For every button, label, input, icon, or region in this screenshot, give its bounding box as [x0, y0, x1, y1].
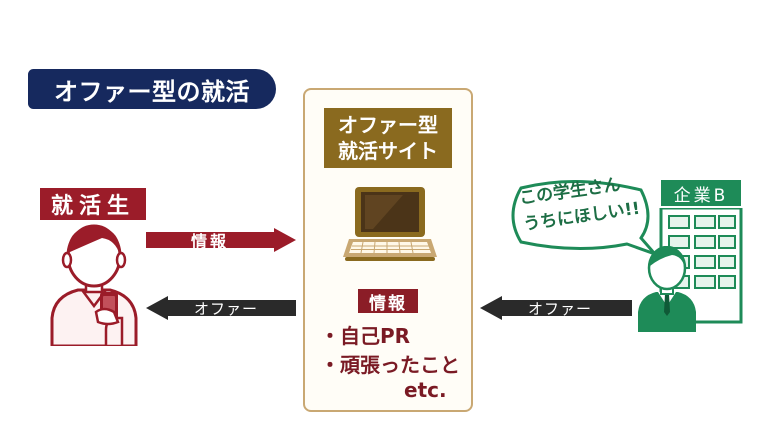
- job-site-label: オファー型 就活サイト: [324, 108, 452, 168]
- offer-arrow-right-label: オファー: [527, 299, 592, 318]
- laptop-icon: [343, 187, 437, 261]
- info-item-efforts: ・頑張ったこと: [320, 353, 460, 377]
- diagram-title: オファー型の就活: [28, 69, 276, 109]
- info-tag: 情報: [358, 289, 418, 314]
- speech-bubble: [511, 180, 655, 256]
- student-figure: [50, 224, 138, 346]
- job-site-label-line2: 就活サイト: [338, 139, 438, 163]
- info-item-self-pr: ・自己PR: [320, 324, 411, 348]
- student-label: 就活生: [40, 188, 146, 220]
- offer-arrow-left-label: オファー: [193, 299, 258, 318]
- info-item-etc: etc.: [404, 378, 447, 402]
- offer-arrow-right: [480, 296, 632, 320]
- info-arrow-label: 情報: [190, 232, 229, 251]
- businessman-figure: [638, 246, 696, 332]
- job-site-label-line1: オファー型: [338, 113, 438, 137]
- company-building-icon: [659, 208, 743, 324]
- offer-arrow-left: [146, 296, 296, 320]
- company-label: 企業B: [661, 180, 741, 206]
- info-arrow: [146, 228, 296, 252]
